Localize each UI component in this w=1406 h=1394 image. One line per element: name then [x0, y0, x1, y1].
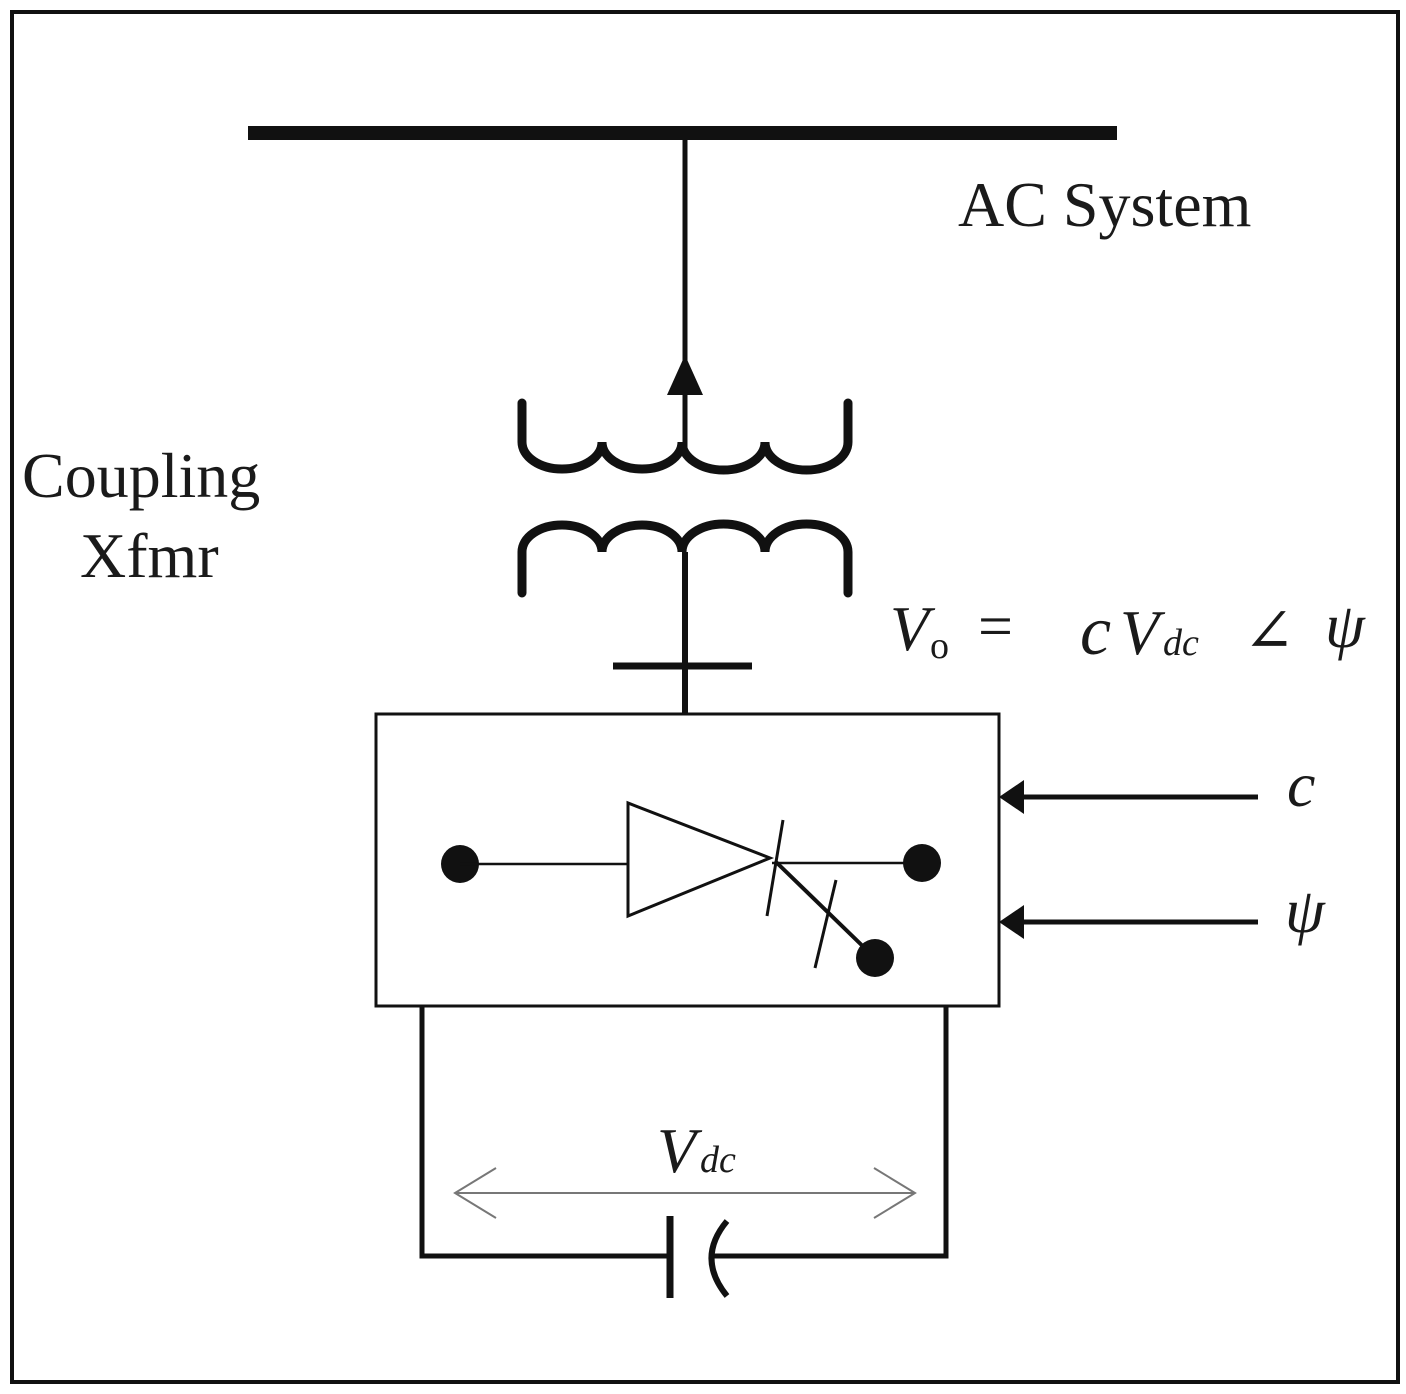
vdc-double-arrow [453, 1167, 917, 1219]
vdc-label-subscript: dc [700, 1139, 736, 1181]
eq-rhs-subscript: dc [1163, 622, 1199, 664]
diode-triangle [626, 800, 775, 919]
cathode-bar [765, 819, 785, 917]
transformer-primary-winding [517, 398, 853, 475]
c-input-label: c [1287, 749, 1315, 820]
coupling-label-line1: Coupling [22, 440, 260, 511]
gate-lead [773, 859, 877, 960]
eq-lhs-symbol: V [890, 593, 936, 664]
eq-angle-symbol: ∠ [1243, 598, 1295, 666]
transformer-secondary-winding [517, 519, 853, 598]
thyristor-symbol [441, 800, 941, 977]
psi-input-arrowhead [999, 905, 1024, 939]
coupling-label-line2: Xfmr [80, 520, 219, 591]
psi-input-label: ψ [1285, 875, 1326, 946]
feeder-arrow-up [667, 355, 703, 395]
eq-phase-symbol: ψ [1325, 590, 1366, 661]
dc-link-wire-right [712, 1006, 949, 1259]
eq-rhs-symbol: V [1120, 597, 1166, 668]
vdc-label-symbol: V [657, 1115, 703, 1186]
outer-frame [10, 10, 1400, 1384]
eq-equals: = [978, 593, 1013, 661]
cathode-terminal [903, 844, 941, 882]
c-input-arrowhead [999, 780, 1024, 814]
gate-terminal [856, 939, 894, 977]
ac-system-label: AC System [958, 169, 1251, 240]
eq-lhs-subscript: o [930, 625, 949, 667]
eq-coefficient: c [1080, 593, 1111, 670]
gate-slash [813, 879, 838, 969]
dc-link-wire [419, 1006, 670, 1259]
capacitor-plate-curved [708, 1219, 730, 1298]
vdc-label: V dc [657, 1115, 736, 1186]
output-voltage-equation: V o = c V dc ∠ ψ [890, 590, 1366, 670]
